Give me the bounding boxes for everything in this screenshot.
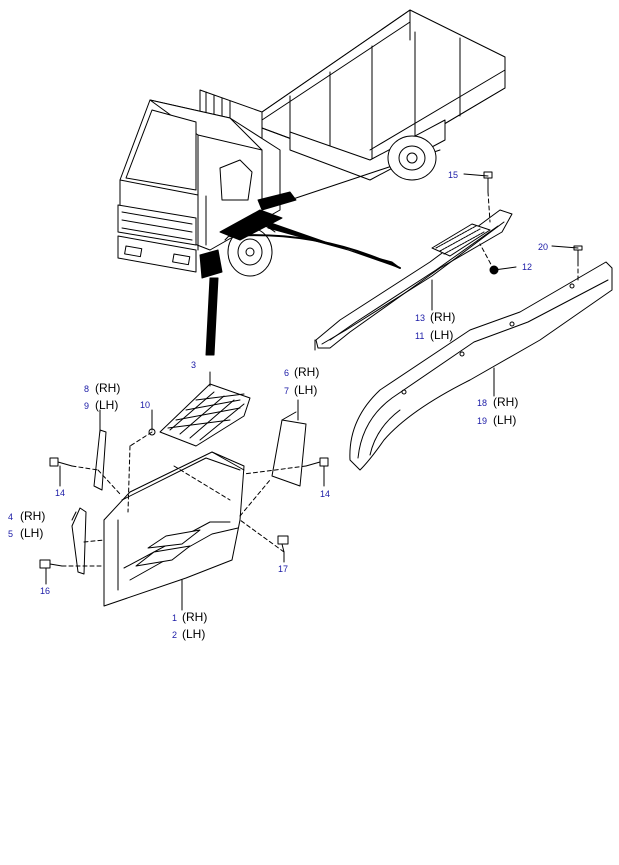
callout-19-number: 19 bbox=[477, 416, 488, 426]
callout-15-number: 15 bbox=[448, 170, 459, 180]
callout-3-number: 3 bbox=[191, 360, 197, 370]
callout-18-side: (RH) bbox=[493, 395, 519, 409]
callout-13-number: 13 bbox=[415, 313, 426, 323]
fastener-15 bbox=[483, 171, 493, 193]
callout-11-side: (LH) bbox=[430, 328, 454, 342]
step-rail-part bbox=[314, 209, 513, 351]
callout-17-number: 17 bbox=[278, 564, 289, 574]
callout-6-side: (RH) bbox=[294, 365, 320, 379]
bracket-8-9 bbox=[93, 429, 107, 491]
callout-9-number: 9 bbox=[84, 401, 90, 411]
callout-9-side: (LH) bbox=[95, 398, 119, 412]
callout-19-side: (LH) bbox=[493, 413, 517, 427]
callout-20-number: 20 bbox=[538, 242, 549, 252]
bracket-4-5 bbox=[71, 507, 87, 575]
callout-4-side: (RH) bbox=[20, 509, 46, 523]
callout-14-left-number: 14 bbox=[55, 488, 66, 498]
callout-10-number: 10 bbox=[140, 400, 151, 410]
side-cover-part bbox=[349, 261, 613, 471]
callout-8-side: (RH) bbox=[95, 381, 121, 395]
callout-6-number: 6 bbox=[284, 368, 290, 378]
callout-5-side: (LH) bbox=[20, 526, 44, 540]
callout-7-number: 7 bbox=[284, 386, 290, 396]
step-plate-part bbox=[159, 383, 251, 447]
callout-18-number: 18 bbox=[477, 398, 488, 408]
leader-lines bbox=[45, 173, 579, 611]
callout-1-number: 1 bbox=[172, 613, 178, 623]
bracket-6-7 bbox=[271, 419, 307, 487]
fastener-14-right bbox=[305, 457, 329, 467]
callout-12-number: 12 bbox=[522, 262, 533, 272]
callout-16-number: 16 bbox=[40, 586, 51, 596]
fastener-14-left bbox=[49, 457, 73, 467]
truck-illustration bbox=[117, 9, 506, 279]
callout-4-number: 4 bbox=[8, 512, 14, 522]
callout-8-number: 8 bbox=[84, 384, 90, 394]
callout-7-side: (LH) bbox=[294, 383, 318, 397]
callout-1-side: (RH) bbox=[182, 610, 208, 624]
callout-wedge-step bbox=[205, 277, 219, 356]
assembly-lines bbox=[61, 191, 579, 567]
fastener-17 bbox=[277, 535, 289, 553]
callout-2-side: (LH) bbox=[182, 627, 206, 641]
callout-14-right-number: 14 bbox=[320, 489, 331, 499]
callout-13-side: (RH) bbox=[430, 310, 456, 324]
fastener-16 bbox=[39, 559, 63, 569]
callout-2-number: 2 bbox=[172, 630, 178, 640]
callout-11-number: 11 bbox=[415, 331, 425, 341]
callout-5-number: 5 bbox=[8, 529, 14, 539]
step-box-part bbox=[103, 451, 245, 607]
